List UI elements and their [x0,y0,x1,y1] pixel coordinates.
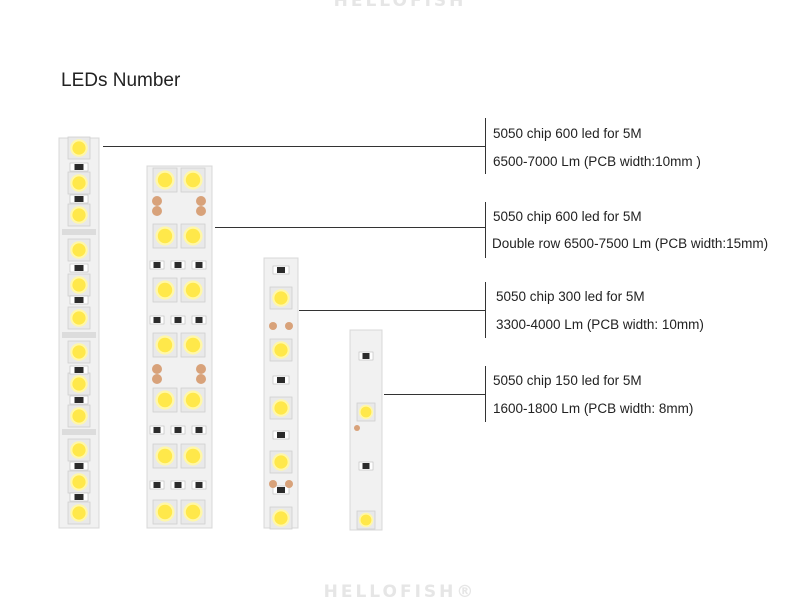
bracket-2 [485,202,486,258]
solder-pad [152,206,162,216]
led-core [157,504,173,520]
resistor [174,427,182,433]
resistor [195,482,203,488]
solder-pad [354,425,360,431]
resistor [74,397,84,403]
resistor [362,353,370,359]
led-strip-2 [146,165,213,529]
solder-pad [196,364,206,374]
resistor [153,482,161,488]
solder-pad [152,374,162,384]
led-core [157,172,173,188]
bracket-3 [485,282,486,338]
led-strip-4 [349,329,383,531]
led-core [274,455,288,469]
watermark-top: HELLOFISH [333,0,467,11]
led-core [157,337,173,353]
resistor [153,262,161,268]
resistor [277,267,285,273]
led-core [360,514,372,526]
led-core [274,511,288,525]
leader-line-3 [299,310,485,311]
led-core [72,141,86,155]
led-core [72,311,86,325]
strip-1-line-2: 6500-7000 Lm (PCB width:10mm ) [493,154,701,169]
solder-pad [285,480,293,488]
led-core [157,392,173,408]
resistor [74,265,84,271]
led-core [72,409,86,423]
strip-2-line-2: Double row 6500-7500 Lm (PCB width:15mm) [492,236,769,251]
led-core [72,208,86,222]
strip-4-line-1: 5050 chip 150 led for 5M [493,373,642,388]
led-core [72,345,86,359]
led-core [72,278,86,292]
led-core [274,291,288,305]
led-core [185,504,201,520]
resistor [174,262,182,268]
led-core [157,448,173,464]
bracket-1 [485,118,486,174]
led-core [185,337,201,353]
leader-line-2 [215,227,485,228]
cut-mark [62,429,96,435]
solder-pad [196,374,206,384]
leader-line-1 [103,146,485,147]
strip-2-line-1: 5050 chip 600 led for 5M [493,209,642,224]
resistor [174,482,182,488]
solder-pad [269,322,277,330]
led-core [72,243,86,257]
led-core [274,401,288,415]
leader-line-4 [384,394,485,395]
watermark-bottom: HELLOFISH® [323,582,477,602]
led-core [185,282,201,298]
led-core [72,176,86,190]
resistor [277,432,285,438]
led-core [360,406,372,418]
led-strip-3 [263,257,299,530]
resistor [74,494,84,500]
led-core [157,282,173,298]
resistor [74,297,84,303]
strip-4-line-2: 1600-1800 Lm (PCB width: 8mm) [493,401,694,416]
led-core [185,448,201,464]
strip-3-line-1: 5050 chip 300 led for 5M [496,289,645,304]
solder-pad [269,480,277,488]
cut-mark [62,229,96,235]
strip-1-line-1: 5050 chip 600 led for 5M [493,126,642,141]
solder-pad [152,364,162,374]
led-core [274,343,288,357]
resistor [277,487,285,493]
led-core [185,172,201,188]
solder-pad [152,196,162,206]
led-core [72,506,86,520]
led-core [72,443,86,457]
bracket-4 [485,366,486,422]
resistor [74,164,84,170]
resistor [195,427,203,433]
resistor [195,262,203,268]
resistor [74,463,84,469]
led-strip-1 [58,136,100,529]
resistor [195,317,203,323]
page-title: LEDs Number [61,70,181,91]
resistor [74,196,84,202]
solder-pad [285,322,293,330]
led-core [157,228,173,244]
cut-mark [62,332,96,338]
strip-3-line-2: 3300-4000 Lm (PCB width: 10mm) [496,317,704,332]
resistor [174,317,182,323]
resistor [74,367,84,373]
solder-pad [196,206,206,216]
led-core [185,392,201,408]
resistor [153,317,161,323]
resistor [153,427,161,433]
solder-pad [196,196,206,206]
led-core [185,228,201,244]
led-core [72,377,86,391]
led-core [72,475,86,489]
resistor [277,377,285,383]
resistor [362,463,370,469]
